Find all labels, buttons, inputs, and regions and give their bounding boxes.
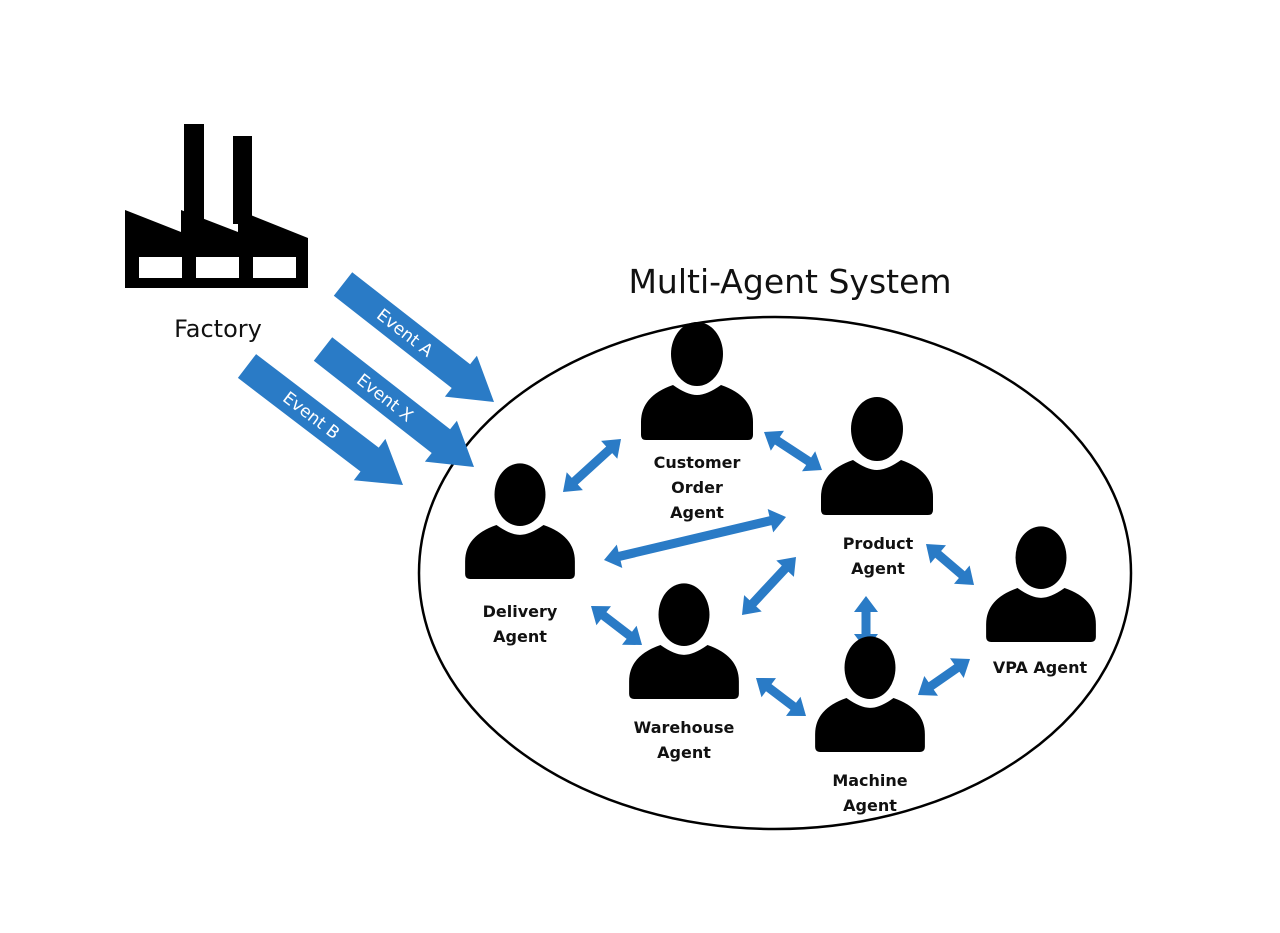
- machine-agent-label: Agent: [843, 796, 897, 815]
- customer-order-agent-label: Customer: [654, 453, 741, 472]
- factory-icon: [125, 124, 308, 288]
- delivery-agent-label: Delivery: [483, 602, 558, 621]
- machine-agent-label: Machine: [832, 771, 907, 790]
- connection-customer-order-product-arrow: [764, 430, 822, 472]
- event-b-arrow: [237, 354, 403, 485]
- connection-delivery-warehouse-arrow: [591, 606, 642, 645]
- diagram-title: Multi-Agent System: [628, 262, 951, 301]
- person-icon: [986, 526, 1096, 642]
- product-agent-label: Product: [843, 534, 914, 553]
- person-icon: [821, 397, 933, 515]
- connection-warehouse-product-arrow: [742, 557, 796, 615]
- person-icon: [465, 463, 575, 579]
- customer-order-agent-label: Order: [671, 478, 723, 497]
- connection-product-vpa-arrow: [926, 544, 974, 585]
- person-icon: [815, 636, 925, 752]
- product-agent-label: Agent: [851, 559, 905, 578]
- event-a-arrow: [333, 272, 494, 402]
- agents: CustomerOrderAgentProductAgentDeliveryAg…: [465, 322, 1096, 815]
- agent-connections: [563, 430, 974, 716]
- event-x-arrow: [313, 337, 474, 467]
- connection-machine-vpa-arrow: [918, 658, 970, 696]
- warehouse-agent-label: Agent: [657, 743, 711, 762]
- person-icon: [629, 583, 739, 699]
- factory-label: Factory: [174, 315, 262, 343]
- connection-customer-order-delivery-arrow: [563, 439, 621, 492]
- customer-order-agent-label: Agent: [670, 503, 724, 522]
- vpa-agent: VPA Agent: [986, 526, 1096, 677]
- system-boundary: [417, 315, 1133, 831]
- delivery-agent-label: Agent: [493, 627, 547, 646]
- vpa-agent-label: VPA Agent: [993, 658, 1088, 677]
- warehouse-agent-label: Warehouse: [634, 718, 735, 737]
- person-icon: [641, 322, 753, 440]
- connection-delivery-product-arrow: [604, 509, 786, 568]
- connection-warehouse-machine-arrow: [756, 678, 806, 716]
